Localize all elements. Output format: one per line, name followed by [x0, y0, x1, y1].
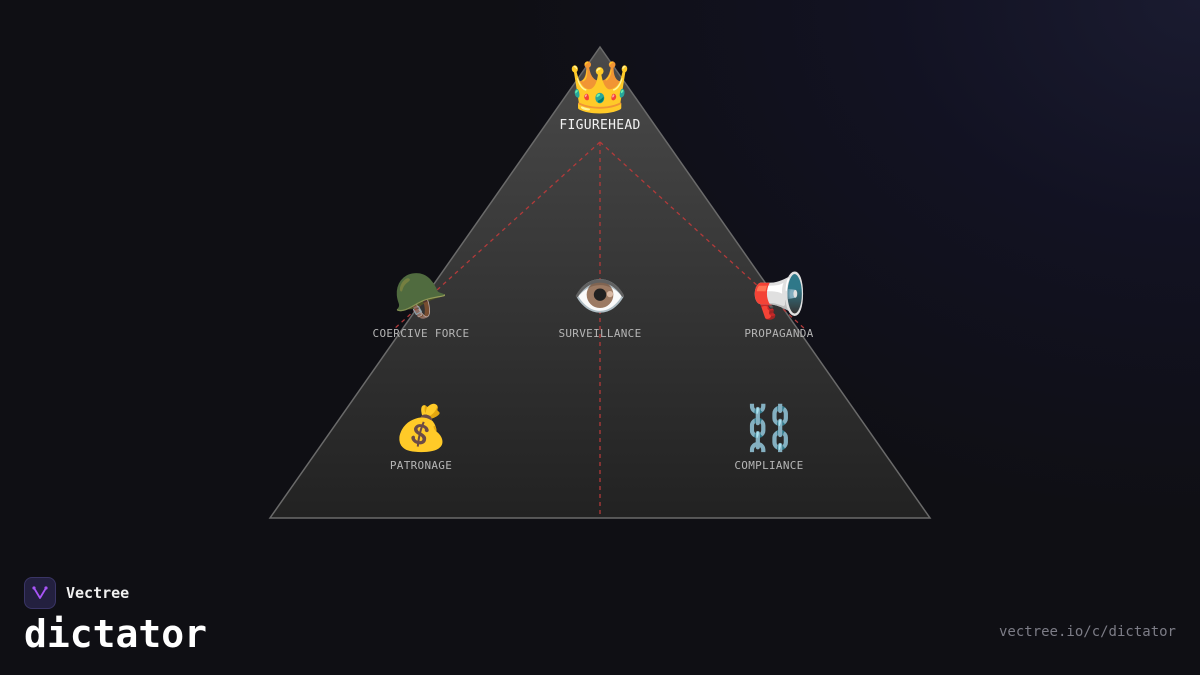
page-title: dictator — [24, 612, 208, 656]
megaphone-icon: 📢 — [751, 271, 807, 322]
brand[interactable]: Vectree — [24, 577, 129, 609]
vectree-logo-icon — [24, 577, 56, 609]
node-surveillance: 👁️ SURVEILLANCE — [558, 271, 642, 341]
military-helmet-icon: 🪖 — [393, 271, 449, 322]
connector-lines — [392, 141, 807, 516]
crown-icon: 👑 — [568, 58, 632, 116]
connector-left — [392, 141, 601, 331]
chains-icon: ⛓️ — [741, 403, 797, 454]
node-propaganda: 📢 PROPAGANDA — [744, 271, 814, 341]
node-label-figurehead: FIGUREHEAD — [559, 118, 641, 133]
money-bag-icon: 💰 — [393, 403, 449, 454]
node-label-compliance: COMPLIANCE — [734, 459, 804, 472]
node-coercive-force: 🪖 COERCIVE FORCE — [372, 271, 470, 341]
eye-icon: 👁️ — [572, 271, 628, 322]
page-url[interactable]: vectree.io/c/dictator — [998, 624, 1176, 640]
node-label-propaganda: PROPAGANDA — [744, 327, 814, 340]
connector-right — [599, 141, 807, 331]
node-figurehead: 👑 FIGUREHEAD — [559, 60, 640, 133]
node-label-patronage: PATRONAGE — [389, 459, 453, 472]
brand-name: Vectree — [66, 584, 130, 602]
node-label-surveillance: SURVEILLANCE — [558, 327, 642, 340]
node-compliance: ⛓️ COMPLIANCE — [734, 403, 804, 473]
node-patronage: 💰 PATRONAGE — [389, 403, 453, 473]
pyramid-triangle — [268, 45, 932, 519]
node-label-coercive-force: COERCIVE FORCE — [372, 327, 470, 340]
